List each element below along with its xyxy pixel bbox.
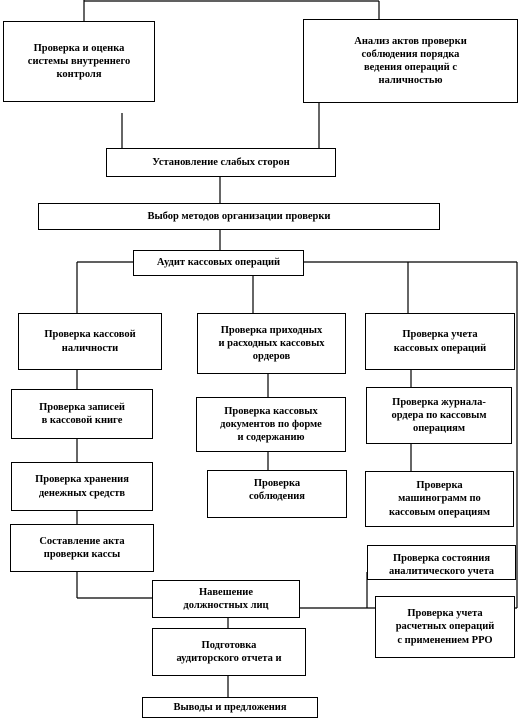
officials-interview-box: Навешение должностных лиц xyxy=(152,580,300,618)
internal-control-check-box: Проверка и оценка системы внутреннего ко… xyxy=(3,21,155,102)
rro-check-box: Проверка учета расчетных операций с прим… xyxy=(375,596,515,658)
method-choice-box: Выбор методов организации проверки xyxy=(38,203,440,230)
cash-audit-box: Аудит кассовых операций xyxy=(133,250,304,276)
cash-accounting-check-box: Проверка учета кассовых операций xyxy=(365,313,515,370)
acts-analysis-box: Анализ актов проверки соблюдения порядка… xyxy=(303,19,518,103)
cash-documents-check-box: Проверка кассовых документов по форме и … xyxy=(196,397,346,452)
machinegram-check-box: Проверка машинограмм по кассовым операци… xyxy=(365,471,514,527)
audit-report-box: Подготовка аудиторского отчета и xyxy=(152,628,306,676)
conclusions-box: Выводы и предложения xyxy=(142,697,318,718)
cash-orders-check-box: Проверка приходных и расходных кассовых … xyxy=(197,313,346,374)
compliance-check-box: Проверка соблюдения xyxy=(207,470,347,518)
weak-points-box: Установление слабых сторон xyxy=(106,148,336,177)
cash-on-hand-check-box: Проверка кассовой наличности xyxy=(18,313,162,370)
analytic-accounting-check-box: Проверка состояния аналитического учета xyxy=(367,545,516,580)
cash-book-check-box: Проверка записей в кассовой книге xyxy=(11,389,153,439)
journal-order-check-box: Проверка журнала- ордера по кассовым опе… xyxy=(366,387,512,444)
money-storage-check-box: Проверка хранения денежных средств xyxy=(11,462,153,511)
cash-audit-act-box: Составление акта проверки кассы xyxy=(10,524,154,572)
